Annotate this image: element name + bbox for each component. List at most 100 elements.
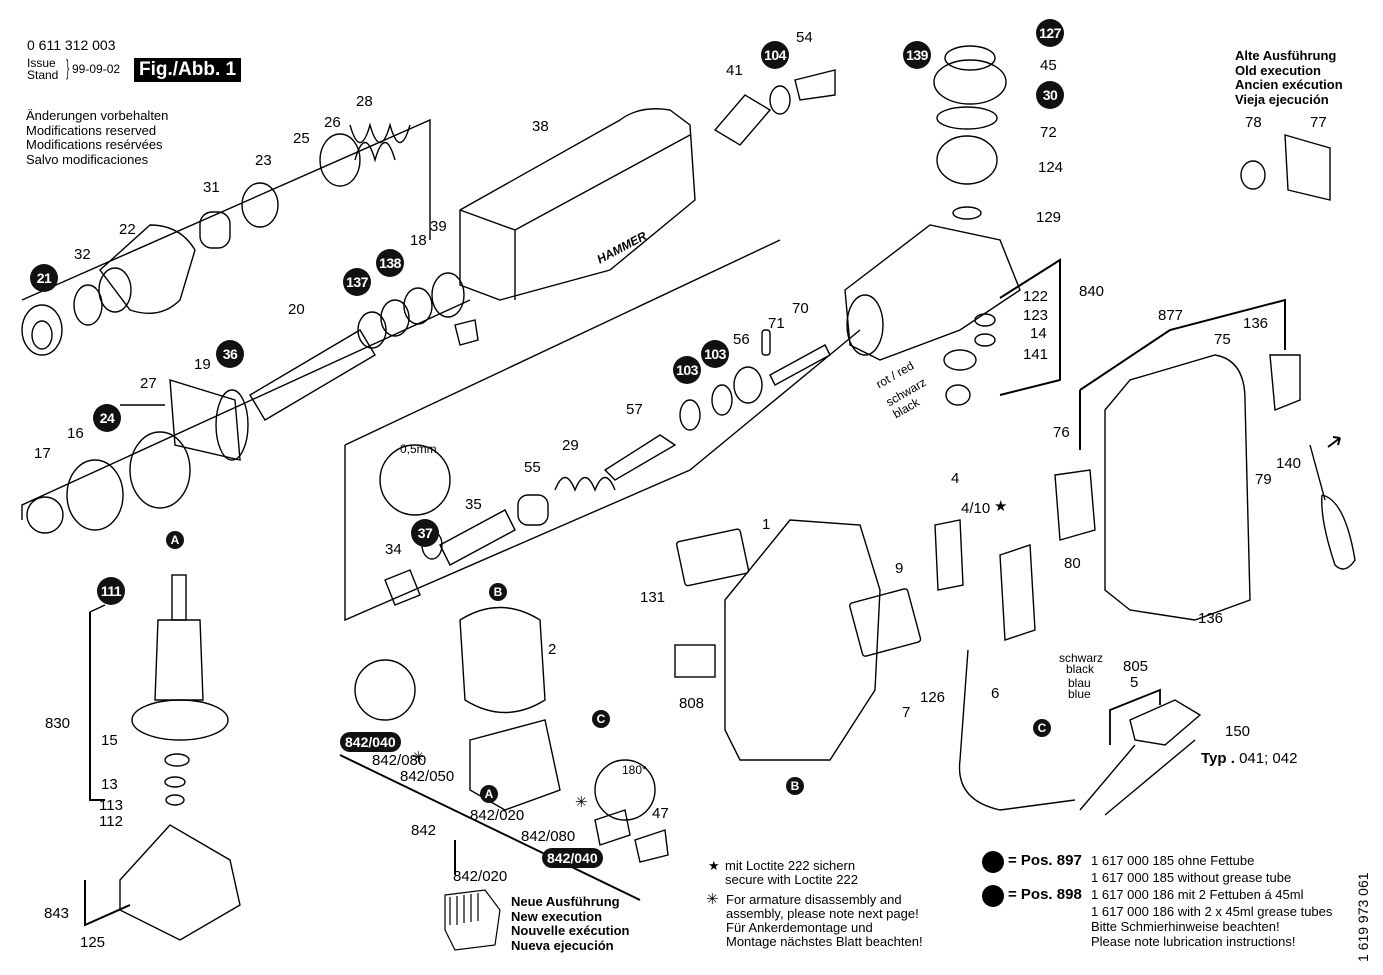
label-131 [675,528,750,587]
brace: } [66,55,70,80]
part-56-piston [733,366,763,404]
label-150: 150 [1225,723,1251,740]
part-139-felt [944,45,996,71]
type-info: Typ . 041; 042 [1201,751,1297,767]
part-80-cover [999,544,1036,641]
label-27: 27 [140,375,157,392]
badge-36: 36 [216,340,244,368]
armature-line: assembly, please note next page! [726,906,919,921]
asterisk-icon: ✳ [412,749,425,766]
armature-line: For armature disassembly and [726,892,902,907]
armature-line: Für Ankerdemontage und [726,920,873,935]
part-21-cap [21,304,63,356]
mod-line: Änderungen vorbehalten [26,108,169,123]
bracket-842 [339,754,641,901]
label-112: 112 [99,813,123,830]
ref-b: B [489,583,507,601]
frame-front-lower [21,299,471,520]
label-126: 126 [920,689,946,706]
label-45: 45 [1040,57,1057,74]
label-136: 136 [1243,315,1269,332]
label-4: 4 [951,470,960,487]
badge-138: 138 [376,249,404,277]
label-16: 16 [67,425,84,442]
label-4-10: 4/10 [961,500,991,517]
badge-21: 21 [30,264,58,292]
old-line: Alte Ausführung [1235,48,1337,63]
label-35: 35 [465,496,482,513]
grease-line: 1 617 000 186 with 2 x 45ml grease tubes [1091,904,1333,919]
label-7: 7 [902,704,911,721]
old-line: Old execution [1235,62,1321,78]
mod-line: Modifications reserved [26,122,157,138]
part-36-ring [215,389,249,461]
part-23 [241,182,279,228]
issue-label: Issue [27,56,56,70]
label-39: 39 [430,218,447,235]
grease-line: 1 617 000 185 without grease tube [1091,870,1292,885]
label-124: 124 [1038,159,1064,176]
badge-30: 30 [1036,81,1064,109]
part-26-ring [319,133,361,187]
part-842-020-new-brush-holder [444,889,501,951]
detail-circle-brush [354,659,416,721]
badge-127: 127 [1036,19,1064,47]
part-41 [713,94,772,146]
label-15: 15 [101,732,118,749]
label-76: 76 [1053,424,1070,441]
new-execution-note: Neue Ausführung New execution Nouvelle e… [511,894,630,953]
part-76-bracket [1054,469,1096,541]
label-29: 29 [562,437,579,454]
badge-842-040: 842/040 [542,848,603,868]
label-129: 129 [1036,209,1062,226]
label-19: 19 [194,356,211,373]
part-17-ring [26,496,64,534]
part-57-striker [603,434,677,481]
label-842-080: 842/080 [372,752,427,769]
label-131: 131 [640,589,666,606]
label-6: 6 [991,685,1000,702]
detail-circle-180 [594,759,656,821]
part-5-plug [1129,699,1202,746]
label-80: 80 [1064,555,1081,572]
part-72-gear [936,135,998,185]
label-72: 72 [1040,124,1057,141]
label-123: 123 [1023,307,1049,324]
part-840-gearbox [844,224,1021,361]
part-15-fan [131,699,229,741]
label-13: 13 [101,776,118,793]
part-843-end-shield [119,824,241,941]
frame-mid-group [344,329,861,622]
label-56: 56 [733,331,750,348]
ref-a: A [166,531,184,549]
label-808 [674,644,716,678]
label-14: 14 [1030,325,1047,342]
part-18-ring [403,287,433,325]
label-5: 5 [1130,674,1139,691]
label-25: 25 [293,130,310,147]
screwdriver-icon [1309,444,1356,570]
label-70: 70 [792,300,809,317]
label-23: 23 [255,152,272,169]
new-line: Nueva ejecución [511,937,614,953]
label-805: 805 [1123,658,1149,675]
part-31-sleeve [199,211,231,249]
part-19-flange [169,379,241,461]
part-16-sleeve [66,459,124,531]
grease-line: 1 617 000 185 ohne Fettube [1091,853,1255,868]
label-20: 20 [288,301,305,318]
wire-blau: blau [1068,676,1091,690]
label-55: 55 [524,459,541,476]
new-line: Nouvelle exécution [511,923,630,938]
stand-label: Stand [27,68,59,82]
label-54: 54 [796,29,813,46]
badge-37: 37 [411,519,439,547]
label-9: 9 [895,560,904,577]
label-840: 840 [1079,283,1105,300]
label-830: 830 [45,715,71,732]
label-2: 2 [548,641,557,658]
label-122: 122 [1023,288,1049,305]
document-number: 1 619 973 061 [1355,872,1371,962]
label-842: 842 [411,822,437,839]
label-79: 79 [1255,471,1272,488]
